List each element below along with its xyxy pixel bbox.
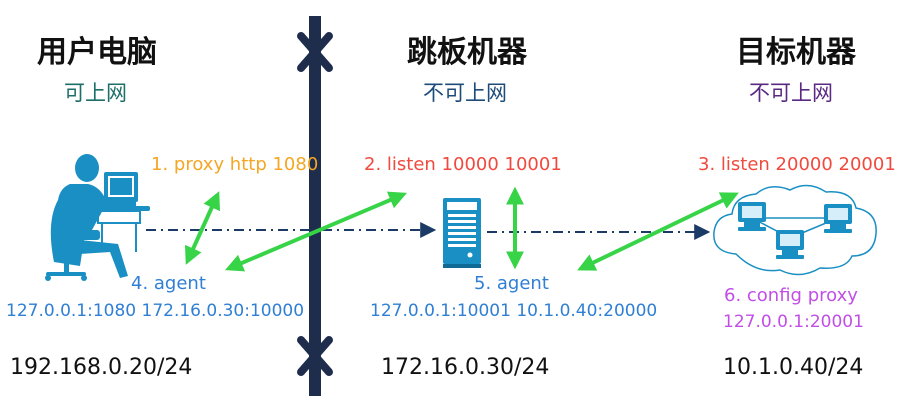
cloud-network-icon	[713, 184, 877, 276]
user-pc-subtitle: 可上网	[64, 81, 127, 105]
green-arrow-step2-step4	[225, 191, 407, 272]
user-pc-ip: 192.168.0.20/24	[10, 355, 193, 380]
green-arrow-step3-step5	[577, 192, 739, 271]
target-subtitle: 不可上网	[749, 81, 833, 105]
step6-label: 6. config proxy	[724, 285, 858, 306]
jump-host-subtitle: 不可上网	[423, 81, 507, 105]
x-mark-icon-bottom	[297, 336, 333, 376]
step1-label: 1. proxy http 1080	[151, 154, 319, 175]
user-pc-title: 用户电脑	[37, 35, 157, 70]
target-title: 目标机器	[736, 35, 856, 70]
computer-user-icon	[45, 154, 150, 281]
step5-label: 5. agent	[474, 273, 549, 294]
step5-address: 127.0.0.1:10001 10.1.0.40:20000	[370, 301, 658, 321]
server-icon	[443, 198, 481, 268]
step6-address: 127.0.0.1:20001	[723, 312, 864, 332]
firewall-bar	[309, 16, 321, 396]
jump-host-title: 跳板机器	[407, 35, 527, 70]
target-ip: 10.1.0.40/24	[723, 355, 864, 380]
x-mark-icon-top	[297, 32, 333, 72]
step4-label: 4. agent	[131, 273, 206, 294]
step3-label: 3. listen 20000 20001	[698, 154, 896, 175]
step4-address: 127.0.0.1:1080 172.16.0.30:10000	[6, 301, 305, 321]
jump-host-ip: 172.16.0.30/24	[381, 355, 550, 380]
step2-label: 2. listen 10000 10001	[364, 154, 562, 175]
green-arrow-step1-step4	[185, 191, 220, 265]
